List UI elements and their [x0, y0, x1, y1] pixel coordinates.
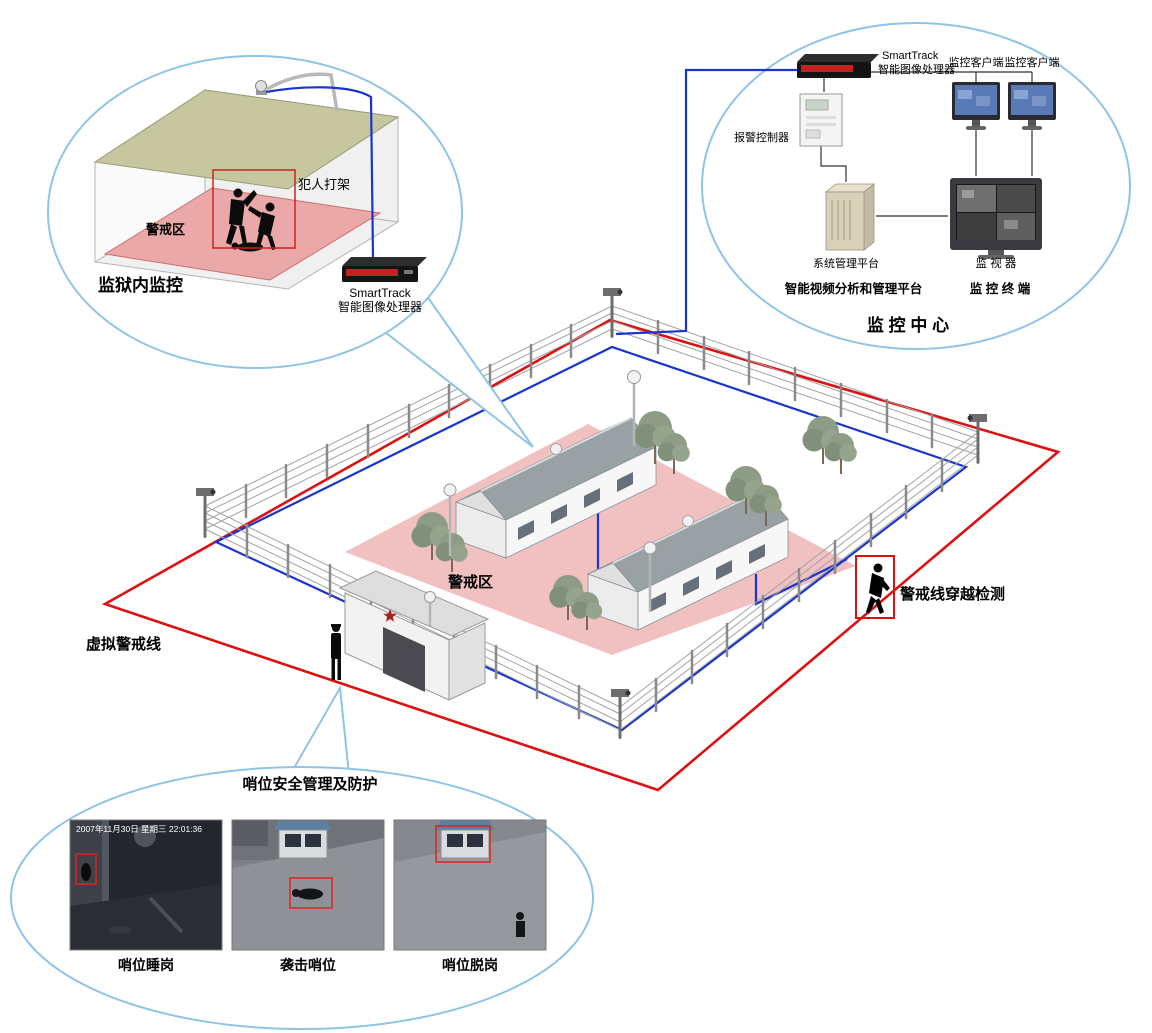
- cctv-caption-3: 哨位脱岗: [442, 957, 498, 973]
- tree: [824, 433, 857, 474]
- gate-building: [338, 570, 490, 701]
- lamp-posts: [443, 370, 657, 612]
- corner-camera-top: [603, 288, 623, 337]
- cctv-timestamp: 2007年11月30日 星期三 22:01:36: [76, 824, 202, 834]
- control-center-cable: [615, 68, 800, 336]
- corner-camera-left: [196, 488, 216, 537]
- analysis-platform-label: 智能视频分析和管理平台: [784, 282, 923, 296]
- cctv-photo-2: [231, 819, 385, 951]
- guard-figure: [331, 624, 341, 680]
- tree: [749, 485, 782, 526]
- crossing-detect-label: 警戒线穿越检测: [900, 586, 1006, 603]
- virtual-line-label: 虚拟警戒线: [86, 636, 162, 653]
- client-label-1: 监控客户端: [948, 57, 1004, 69]
- fight-detection-box: [212, 169, 296, 249]
- fence-posts: [203, 303, 980, 740]
- room-camera: [255, 72, 339, 112]
- corner-camera-bottom: [611, 689, 631, 738]
- tree: [571, 592, 603, 630]
- prison-building-2: [586, 489, 789, 631]
- room-zone-label: 警戒区: [146, 222, 186, 237]
- building-2-windows: [650, 544, 765, 612]
- prison-device-name: SmartTrack: [349, 286, 411, 300]
- monitor-label: 监 视 器: [975, 258, 1017, 270]
- cctv-photo-3: [393, 819, 547, 951]
- detection-box: [289, 877, 333, 909]
- center-device-desc: 智能图像处理器: [878, 64, 955, 76]
- prison-device-desc: 智能图像处理器: [337, 300, 422, 314]
- surveillance-monitor: [950, 178, 1042, 259]
- platform-label: 系统管理平台: [813, 258, 879, 270]
- tree: [435, 533, 468, 572]
- fight-label: 犯人打架: [298, 177, 351, 192]
- intruder-detection-box: [855, 555, 895, 619]
- gate-star: [383, 609, 397, 622]
- control-center-bubble: [615, 22, 1131, 350]
- alarm-controller-label: 报警控制器: [734, 132, 789, 144]
- alert-zone-pink-area: [345, 424, 856, 655]
- smarttrack-device-center: [797, 54, 879, 78]
- prison-bubble: [47, 55, 534, 448]
- building-1-windows: [518, 472, 633, 540]
- room-roof: [93, 89, 400, 190]
- cctv-caption-2: 袭击哨位: [280, 957, 336, 973]
- intruder-figure: [866, 563, 890, 614]
- device-connections: [820, 71, 1033, 217]
- center-device-name: SmartTrack: [882, 50, 939, 62]
- detection-box: [435, 825, 491, 863]
- fighting-prisoners: [226, 188, 276, 252]
- trees: [411, 411, 857, 630]
- terminal-label: 监 控 终 端: [969, 282, 1031, 296]
- tree: [657, 433, 690, 474]
- smarttrack-device-prison: [342, 257, 427, 282]
- client-monitor-2: [1008, 82, 1056, 130]
- client-label-2: 监控客户端: [1004, 57, 1060, 69]
- cctv-caption-1: 哨位睡岗: [118, 957, 174, 973]
- server-cabinet: [824, 183, 876, 251]
- sentry-bubble: [10, 684, 594, 1030]
- virtual-alert-red-perimeter: [101, 318, 1061, 792]
- tree: [411, 512, 452, 560]
- corner-camera-right: [967, 414, 987, 463]
- alarm-controller-device: [799, 93, 843, 147]
- sentry-bubble-title: 哨位安全管理及防护: [242, 776, 378, 793]
- prison-bubble-title: 监狱内监控: [98, 276, 183, 295]
- control-center-title: 监 控 中 心: [866, 316, 950, 335]
- detection-box: [75, 853, 97, 885]
- client-monitor-1: [952, 82, 1000, 130]
- prison-building-1: [454, 417, 657, 559]
- compound-zone-label: 警戒区: [448, 574, 494, 591]
- cctv-photo-1: [69, 819, 223, 951]
- room-camera-cable: [265, 86, 375, 258]
